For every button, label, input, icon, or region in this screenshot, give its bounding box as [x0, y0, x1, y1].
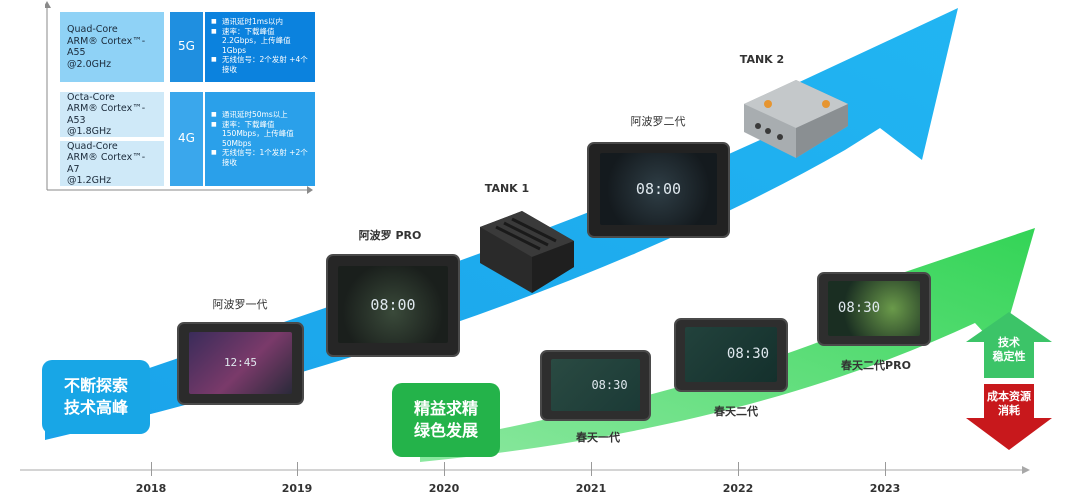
timeline-axis [20, 466, 1030, 474]
cpu-a7-cell: Quad-Core ARM® Cortex™-A7 @1.2GHz [60, 141, 164, 186]
tank1-label: TANK 1 [484, 182, 530, 195]
year-label: 2022 [722, 482, 754, 495]
feature-item: ■速率：下载峰值 2.2Gbps，上传峰值 1Gbps [211, 26, 291, 55]
spring2-tablet: 08:30 [674, 318, 788, 392]
spring2pro-label: 春天二代PRO [841, 359, 911, 372]
feature-item: ■通讯延时50ms以上 [211, 110, 288, 119]
stability-up-arrow-icon [966, 312, 1052, 378]
feature-item: ■无线信号：1个发射 +2个接收 [211, 148, 308, 167]
features-5g-cell: ■通讯延时1ms以内 ■速率：下载峰值 2.2Gbps，上传峰值 1Gbps ■… [205, 12, 315, 82]
apollo-pro-tablet: 08:00 [326, 254, 460, 357]
feature-item: ■无线信号：2个发射 +4个接收 [211, 55, 308, 74]
timeline-tick [591, 462, 592, 476]
spring1-tablet: 08:30 [540, 350, 651, 421]
spring1-screen: 08:30 [550, 358, 641, 411]
apollo2-label: 阿波罗二代 [630, 115, 686, 128]
year-label: 2020 [428, 482, 460, 495]
spring2-clock: 08:30 [726, 346, 770, 363]
timeline-tick [885, 462, 886, 476]
cpu-a55-text: Quad-Core ARM® Cortex™-A55 @2.0GHz [67, 24, 146, 70]
table-axes [45, 1, 313, 194]
stability-label: 技术 稳定性 [992, 336, 1026, 363]
timeline-tick [738, 462, 739, 476]
feature-item: ■通讯延时1ms以内 [211, 17, 283, 26]
tank1-device [480, 211, 574, 293]
spring1-clock: 08:30 [591, 377, 628, 392]
spring2-label: 春天二代 [714, 405, 758, 418]
year-label: 2023 [869, 482, 901, 495]
network-4g-cell: 4G [170, 92, 203, 186]
apollo1-label: 阿波罗一代 [212, 298, 268, 311]
cost-down-arrow-icon [966, 384, 1052, 450]
cpu-a7-text: Quad-Core ARM® Cortex™-A7 @1.2GHz [67, 140, 146, 187]
timeline-tick [297, 462, 298, 476]
green-development-badge: 精益求精 绿色发展 [392, 383, 500, 457]
year-label: 2019 [281, 482, 313, 495]
apollo2-tablet: 08:00 [587, 142, 730, 238]
cpu-a53-cell: Octa-Core ARM® Cortex™-A53 @1.8GHz [60, 92, 164, 137]
features-4g-cell: ■通讯延时50ms以上 ■速率：下载峰值 150Mbps，上传峰值 50Mbps… [205, 92, 315, 186]
apollo-pro-screen: 08:00 [338, 265, 448, 344]
year-label: 2018 [135, 482, 167, 495]
network-5g-cell: 5G [170, 12, 203, 82]
tank2-device [744, 80, 848, 158]
spring2pro-screen: 08:30 [827, 281, 921, 336]
apollo2-screen: 08:00 [600, 153, 717, 225]
spring2-screen: 08:30 [684, 327, 778, 382]
cpu-a55-cell: Quad-Core ARM® Cortex™-A55 @2.0GHz [60, 12, 164, 82]
spec-table: Quad-Core ARM® Cortex™-A55 @2.0GHz 5G ■通… [45, 1, 320, 194]
cost-label: 成本资源 消耗 [987, 390, 1031, 417]
cpu-a53-text: Octa-Core ARM® Cortex™-A53 @1.8GHz [67, 91, 146, 138]
apollo1-screen: 12:45 [188, 331, 293, 394]
spring2pro-clock: 08:30 [837, 300, 881, 317]
year-label: 2021 [575, 482, 607, 495]
apollo1-tablet: 12:45 [177, 322, 304, 405]
network-4g-label: 4G [178, 131, 195, 146]
apollo-pro-label: 阿波罗 PRO [358, 229, 422, 242]
apollo-pro-clock: 08:00 [370, 295, 416, 314]
spring2pro-tablet: 08:30 [817, 272, 931, 346]
tank2-label: TANK 2 [739, 53, 785, 66]
timeline-tick [444, 462, 445, 476]
apollo2-clock: 08:00 [635, 180, 682, 199]
timeline-tick [151, 462, 152, 476]
spring1-label: 春天一代 [576, 431, 620, 444]
explore-tech-badge: 不断探索 技术高峰 [42, 360, 150, 434]
network-5g-label: 5G [178, 39, 195, 54]
feature-item: ■速率：下载峰值 150Mbps，上传峰值 50Mbps [211, 119, 294, 148]
apollo1-clock: 12:45 [223, 356, 258, 370]
